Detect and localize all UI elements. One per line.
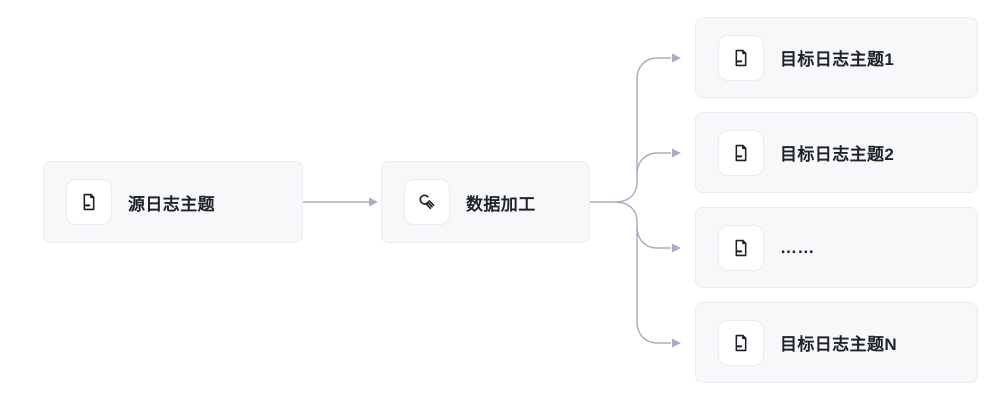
document-icon bbox=[735, 144, 747, 161]
node-label: 源日志主题 bbox=[128, 194, 215, 214]
node-target-log-topic-1: 目标日志主题1 bbox=[695, 17, 978, 98]
node-label: 目标日志主题N bbox=[780, 335, 898, 354]
node-label: 目标日志主题2 bbox=[780, 145, 895, 164]
branch-connector-3 bbox=[636, 226, 671, 249]
document-icon bbox=[83, 193, 95, 211]
wrench-icon bbox=[419, 194, 435, 210]
icon-chip bbox=[404, 179, 450, 225]
arrowhead-icon bbox=[672, 243, 681, 253]
document-icon bbox=[735, 239, 747, 256]
node-target-log-topic-2: 目标日志主题2 bbox=[695, 112, 978, 193]
arrowhead-icon bbox=[672, 338, 681, 348]
document-icon bbox=[735, 49, 747, 66]
branch-connector-4 bbox=[614, 201, 671, 344]
branch-connector-2 bbox=[636, 152, 671, 175]
icon-chip bbox=[718, 319, 764, 366]
node-target-log-topic-n: 目标日志主题N bbox=[695, 302, 978, 383]
icon-chip bbox=[718, 129, 764, 176]
node-label: 目标日志主题1 bbox=[780, 50, 895, 69]
icon-chip bbox=[66, 179, 112, 225]
arrowhead-icon bbox=[369, 197, 378, 207]
node-source-log-topic: 源日志主题 bbox=[43, 161, 303, 243]
icon-chip bbox=[718, 34, 764, 81]
icon-chip bbox=[718, 224, 764, 271]
node-label: …… bbox=[780, 237, 815, 257]
branch-connector-1 bbox=[614, 57, 671, 203]
arrowhead-icon bbox=[672, 53, 681, 63]
arrowhead-icon bbox=[672, 148, 681, 158]
document-icon bbox=[735, 334, 747, 351]
node-data-processing: 数据加工 bbox=[381, 161, 590, 243]
node-label: 数据加工 bbox=[466, 194, 536, 214]
node-target-ellipsis: …… bbox=[695, 207, 978, 288]
